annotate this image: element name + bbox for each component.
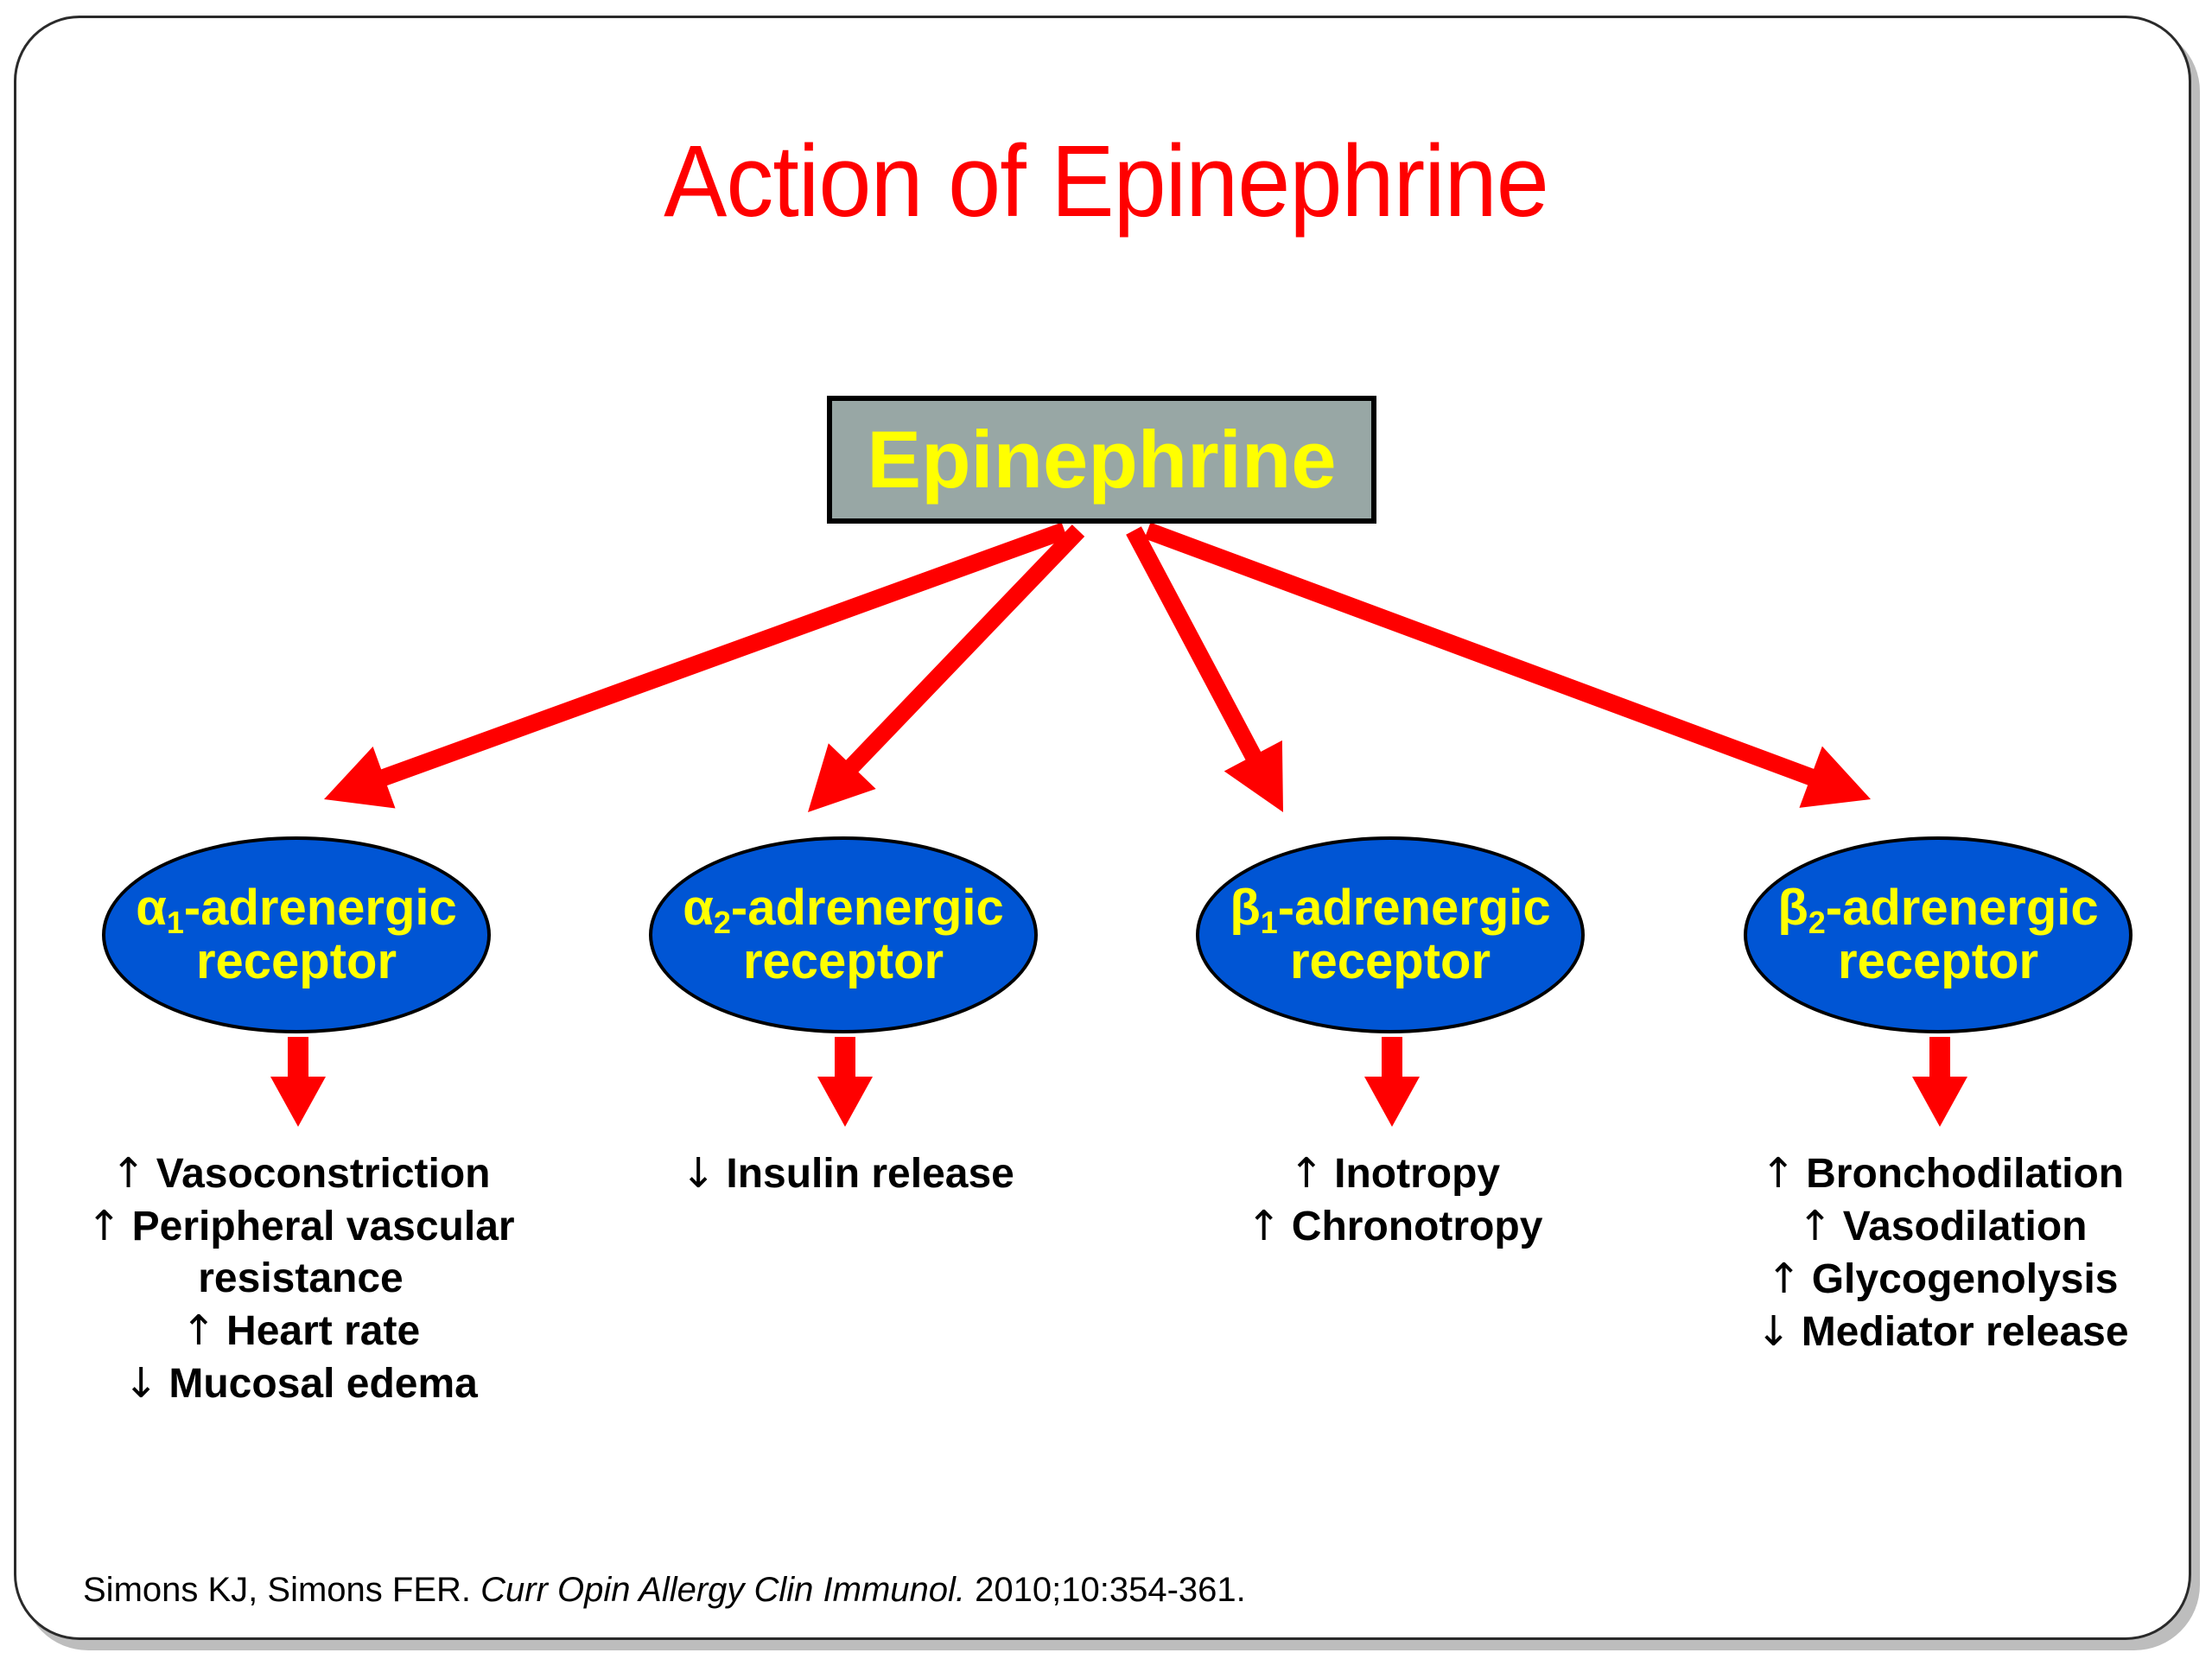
up-arrow-icon: ↑ — [181, 1306, 217, 1355]
effect-item: ↑Vasoconstriction — [111, 1149, 491, 1198]
effect-item: ↑Vasodilation — [1797, 1202, 2088, 1250]
epinephrine-box: Epinephrine — [827, 396, 1376, 524]
receptor-name: β1-adrenergic — [1230, 880, 1551, 940]
effects-alpha-2: ↓Insulin release — [580, 1147, 1116, 1200]
receptor-label: receptor — [1289, 933, 1491, 989]
up-arrow-icon: ↑ — [1288, 1149, 1325, 1198]
citation: Simons KJ, Simons FER. Curr Opin Allergy… — [83, 1571, 1246, 1609]
receptor-alpha-1: α1-adrenergic receptor — [102, 836, 491, 1033]
receptor-label: receptor — [195, 933, 397, 989]
page-title: Action of Epinephrine — [664, 124, 1549, 238]
receptor-name: α2-adrenergic — [683, 880, 1004, 940]
down-arrow-icon: ↓ — [681, 1149, 716, 1198]
down-arrow-shaft-beta-2 — [1929, 1037, 1950, 1080]
effect-item: resistance — [198, 1255, 404, 1301]
up-arrow-icon: ↑ — [111, 1149, 146, 1198]
arrow-head-to-alpha-2 — [808, 743, 876, 812]
effect-item: ↓Mucosal edema — [124, 1359, 478, 1408]
arrow-head-to-alpha-1 — [324, 747, 396, 809]
receptor-name: β2-adrenergic — [1777, 880, 2099, 940]
arrow-shaft-to-beta-1 — [1126, 526, 1263, 763]
down-arrow-icon: ↓ — [1756, 1307, 1791, 1356]
effects-beta-2: ↑Bronchodilation ↑Vasodilation ↑Glycogen… — [1675, 1147, 2210, 1358]
arrow-shaft-to-beta-2 — [1144, 522, 1817, 786]
arrow-shaft-to-alpha-2 — [843, 524, 1085, 775]
effect-item: ↑Bronchodilation — [1760, 1149, 2125, 1198]
receptor-beta-2: β2-adrenergic receptor — [1744, 836, 2133, 1033]
down-arrow-head-beta-1 — [1364, 1077, 1420, 1127]
effect-item: ↑Inotropy — [1288, 1149, 1501, 1198]
down-arrow-shaft-alpha-2 — [835, 1037, 855, 1080]
receptor-label: receptor — [742, 933, 944, 989]
down-arrow-shaft-alpha-1 — [288, 1037, 308, 1080]
down-arrow-head-alpha-2 — [817, 1077, 873, 1127]
up-arrow-icon: ↑ — [1760, 1149, 1796, 1198]
citation-journal: Curr Opin Allergy Clin Immunol. — [480, 1571, 966, 1609]
arrow-head-to-beta-1 — [1224, 740, 1283, 812]
effect-item: ↓Mediator release — [1756, 1307, 2129, 1356]
receptor-beta-1: β1-adrenergic receptor — [1196, 836, 1585, 1033]
up-arrow-icon: ↑ — [1766, 1255, 1802, 1303]
effect-item: ↓Insulin release — [681, 1149, 1014, 1198]
up-arrow-icon: ↑ — [1246, 1202, 1281, 1250]
down-arrow-icon: ↓ — [124, 1359, 159, 1408]
effect-item: ↑Chronotropy — [1246, 1202, 1543, 1250]
epinephrine-label: Epinephrine — [867, 414, 1337, 505]
effects-beta-1: ↑Inotropy ↑Chronotropy — [1127, 1147, 1662, 1253]
receptor-alpha-2: α2-adrenergic receptor — [649, 836, 1038, 1033]
down-arrow-head-alpha-1 — [270, 1077, 326, 1127]
receptor-label: receptor — [1837, 933, 2039, 989]
down-arrow-head-beta-2 — [1912, 1077, 1967, 1127]
effects-alpha-1: ↑Vasoconstriction ↑Peripheral vascular r… — [33, 1147, 569, 1410]
arrow-head-to-beta-2 — [1799, 746, 1871, 808]
down-arrow-shaft-beta-1 — [1382, 1037, 1402, 1080]
up-arrow-icon: ↑ — [86, 1202, 122, 1250]
slide-frame — [14, 16, 2191, 1640]
up-arrow-icon: ↑ — [1797, 1202, 1833, 1250]
arrow-shaft-to-alpha-1 — [378, 522, 1068, 787]
effect-item: ↑Glycogenolysis — [1766, 1255, 2119, 1303]
receptor-name: α1-adrenergic — [136, 880, 457, 940]
effect-item: ↑Heart rate — [181, 1306, 421, 1355]
effect-item: ↑Peripheral vascular — [86, 1202, 515, 1250]
